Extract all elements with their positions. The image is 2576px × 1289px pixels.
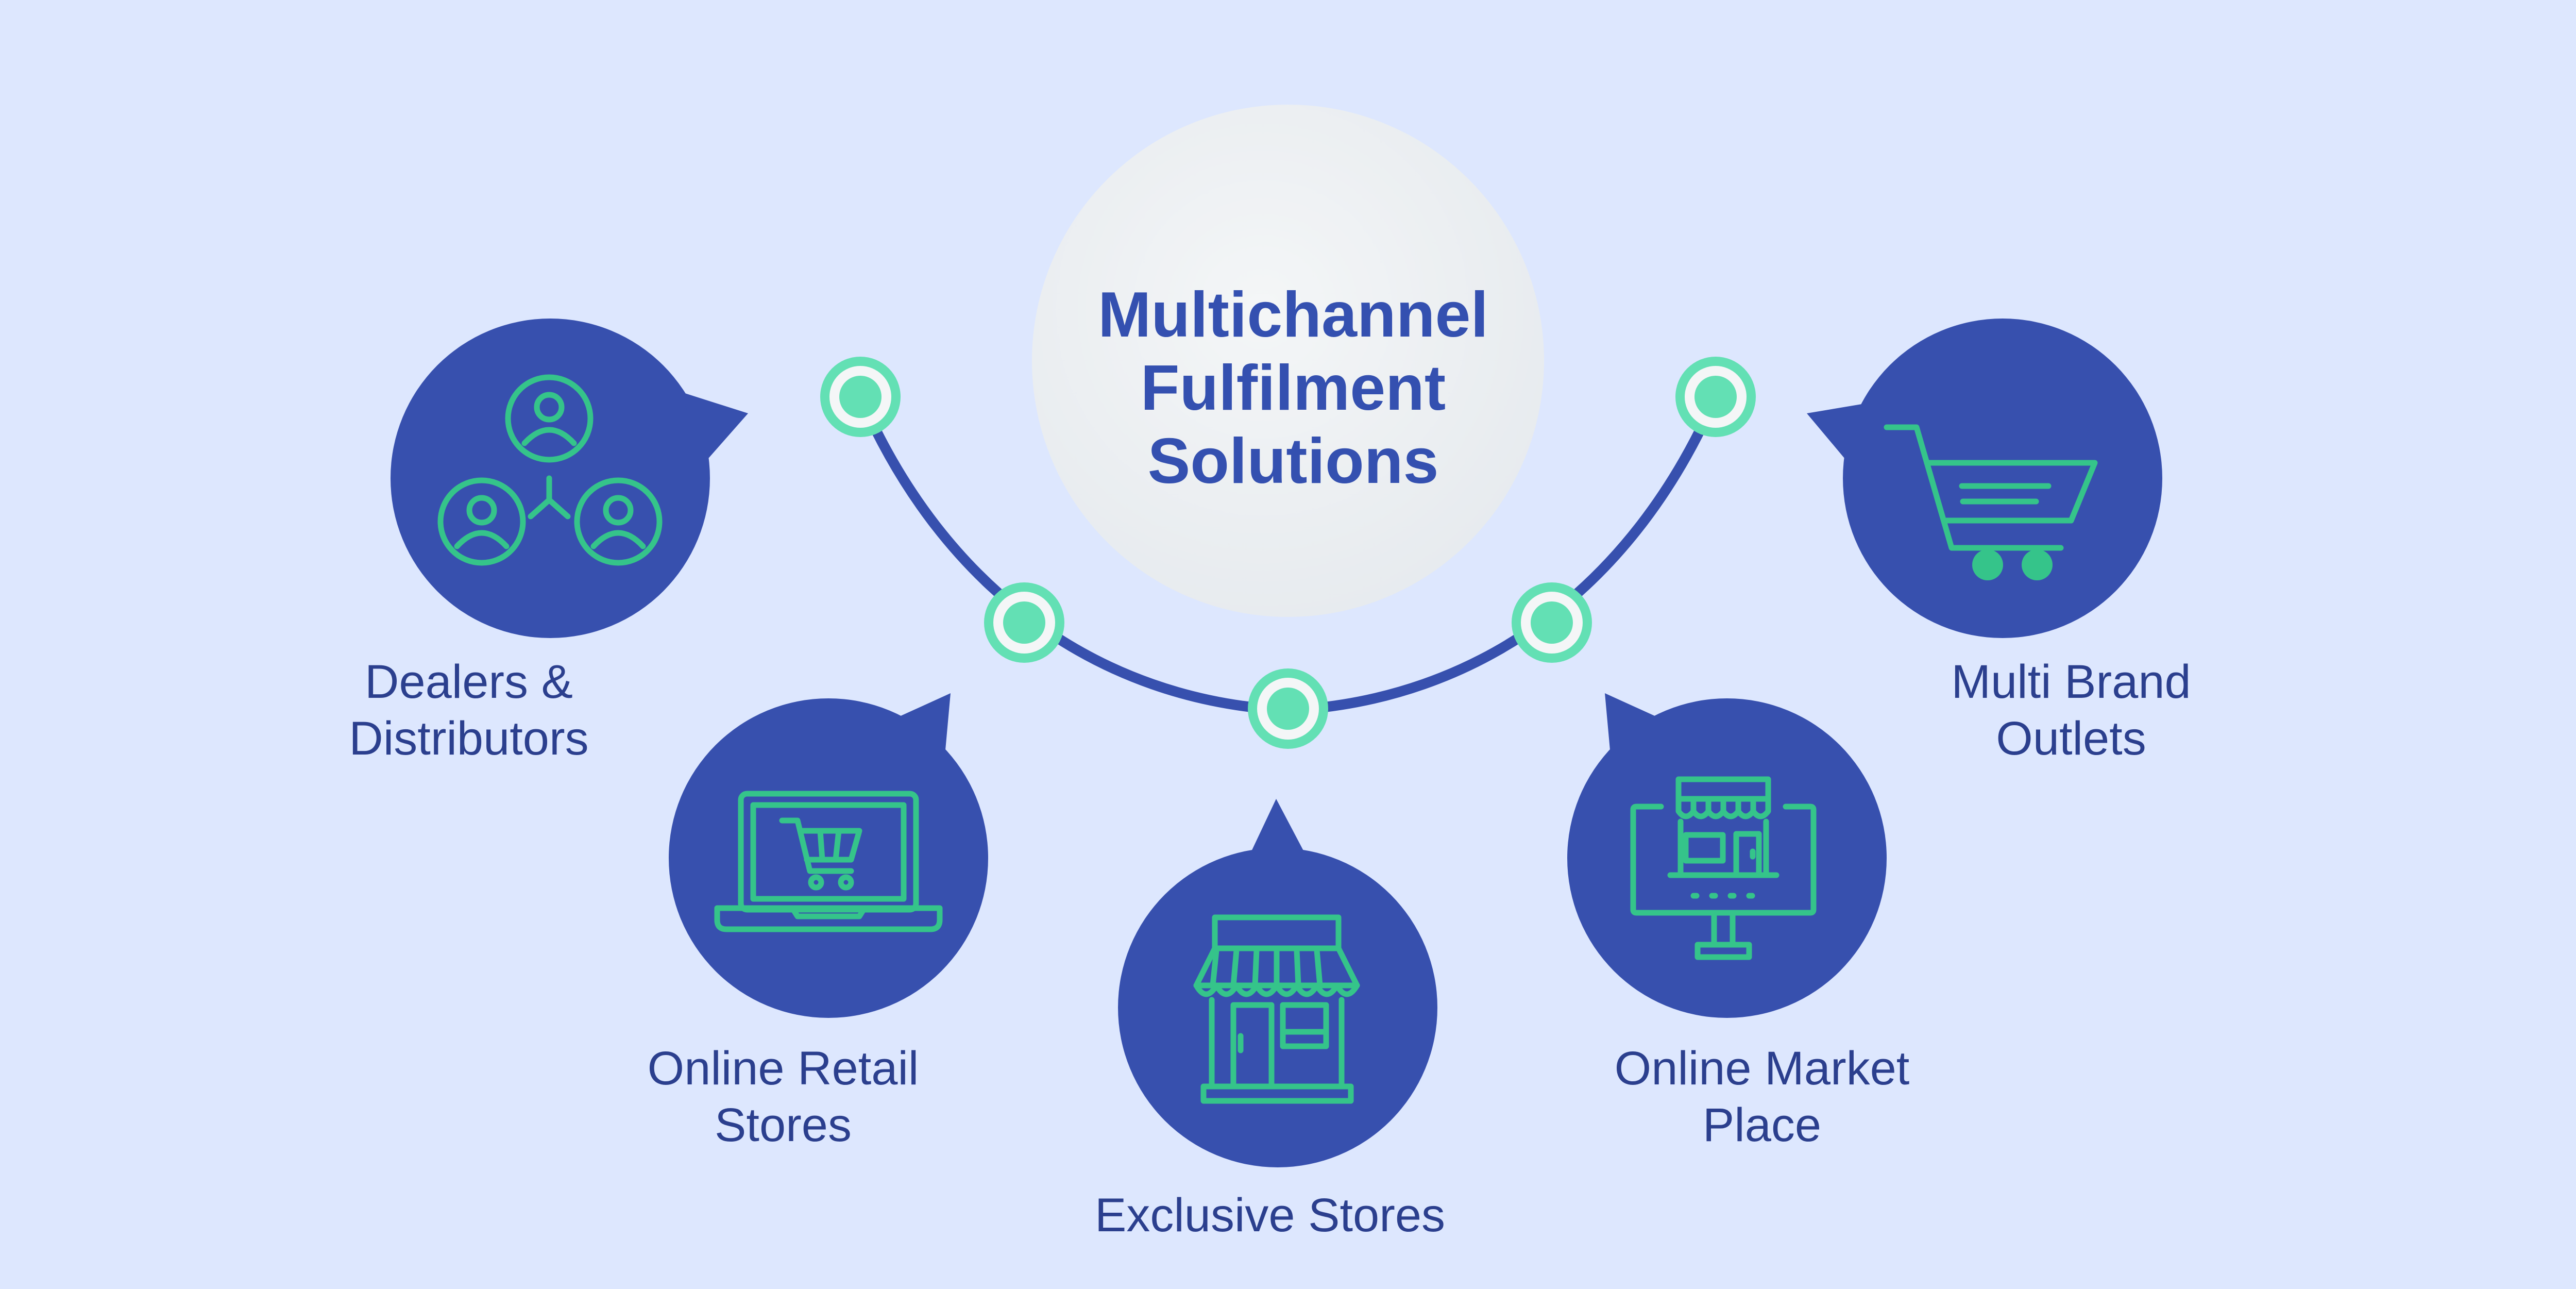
shopping-cart-icon [1884, 424, 2098, 580]
label-exclusive: Exclusive Stores [1038, 1187, 1502, 1244]
label-multi-brand-line-2: Outlets [1996, 712, 2146, 765]
title-line-3: Solutions [1147, 426, 1439, 497]
label-market-place: Online Market Place [1582, 1040, 1942, 1153]
people-network-icon [437, 374, 663, 566]
bubble-online-retail [669, 693, 988, 1018]
node-dot-online-retail [984, 582, 1064, 663]
label-dealers-line-1: Dealers & [365, 656, 573, 708]
title-line-2: Fulfilment [1140, 353, 1446, 424]
bubble-exclusive [1118, 799, 1437, 1167]
label-online-retail-line-2: Stores [715, 1099, 852, 1151]
label-exclusive-line-1: Exclusive Stores [1094, 1189, 1446, 1242]
node-dot-dealers [820, 357, 901, 437]
node-dot-multi-brand [1675, 357, 1756, 437]
storefront-icon [1193, 914, 1360, 1104]
label-market-place-line-1: Online Market [1614, 1042, 1910, 1095]
node-dot-market-place [1512, 582, 1592, 663]
label-multi-brand-line-1: Multi Brand [1951, 656, 2191, 708]
label-dealers: Dealers & Distributors [289, 654, 649, 767]
label-multi-brand: Multi Brand Outlets [1891, 654, 2251, 767]
laptop-cart-icon [714, 791, 943, 932]
bubble-multi-brand [1807, 319, 2162, 638]
label-online-retail: Online Retail Stores [603, 1040, 963, 1153]
bubble-dealers [391, 319, 748, 638]
title-line-1: Multichannel [1098, 279, 1488, 350]
monitor-shop-icon [1630, 776, 1817, 960]
label-market-place-line-2: Place [1702, 1099, 1822, 1151]
node-dot-exclusive [1248, 668, 1328, 749]
label-dealers-line-2: Distributors [349, 712, 589, 765]
label-online-retail-line-1: Online Retail [647, 1042, 919, 1095]
page-title: Multichannel Fulfilment Solutions [1025, 278, 1561, 498]
bubble-market-place [1567, 693, 1887, 1018]
center-circle [1032, 105, 1544, 617]
